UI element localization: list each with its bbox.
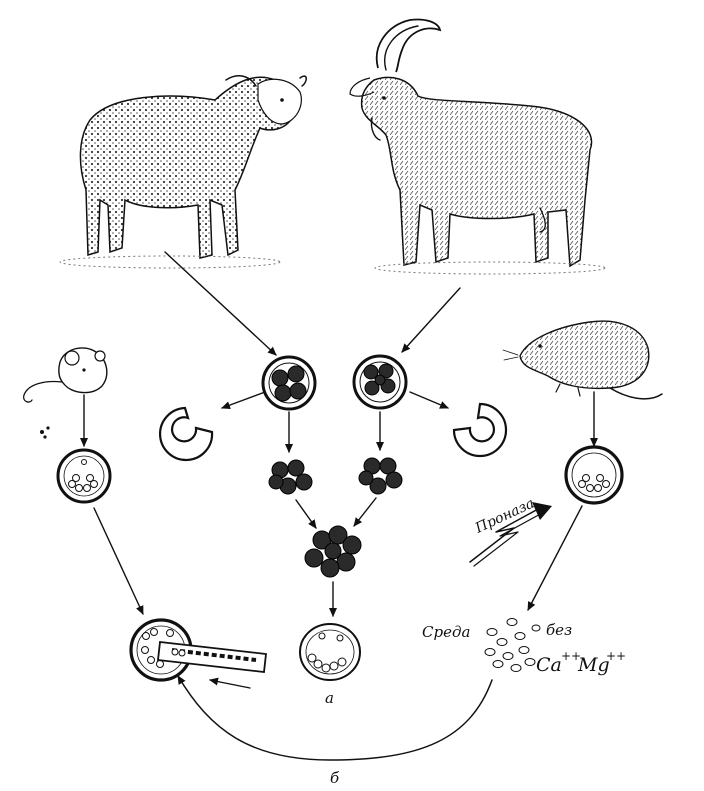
arrow-to-empty-zona-right xyxy=(409,391,449,409)
dissociated-cells xyxy=(484,618,541,672)
arrow-rat-blastocyst-to-cells xyxy=(527,505,583,611)
mouse-blastocyst xyxy=(56,448,112,504)
label-calcium: Ca xyxy=(536,654,562,676)
label-calcium-charge: ++ xyxy=(561,649,581,663)
label-sreda: Среда xyxy=(422,623,470,641)
arrow-mouse-blastocyst-to-injection xyxy=(93,507,144,615)
label-magnesium: Mg xyxy=(577,654,610,676)
sheep-illustration xyxy=(59,74,307,269)
aggregated-chimera-morula xyxy=(304,525,362,578)
arrow-sheep-morula-to-aggregate xyxy=(295,499,317,529)
label-magnesium-charge: ++ xyxy=(606,649,626,663)
goat-morula xyxy=(358,457,403,495)
empty-zona-left xyxy=(159,406,214,462)
label-a: а xyxy=(325,689,334,707)
pronase-arrow xyxy=(469,502,552,567)
sheep-morula xyxy=(268,459,313,495)
goat-embryo-zona xyxy=(352,354,408,410)
label-b: б xyxy=(330,769,340,787)
mouse-illustration xyxy=(23,347,108,439)
arrow-goat-morula-to-aggregate xyxy=(353,497,377,527)
arrow-sheep-to-embryo xyxy=(164,251,277,356)
rat-blastocyst xyxy=(564,445,624,505)
rat-illustration xyxy=(502,320,663,400)
empty-zona-right xyxy=(452,402,508,458)
arrow-goat-to-embryo xyxy=(401,287,461,353)
goat-illustration xyxy=(349,18,606,275)
arrow-to-empty-zona-left xyxy=(221,391,266,409)
chimeric-blastocyst xyxy=(299,623,361,681)
arrow-cells-to-injection xyxy=(177,675,493,761)
sheep-embryo-zona xyxy=(261,355,317,411)
micropipette xyxy=(157,641,267,673)
arrow-pipette-direction xyxy=(209,677,251,689)
label-bez: без xyxy=(546,621,572,639)
